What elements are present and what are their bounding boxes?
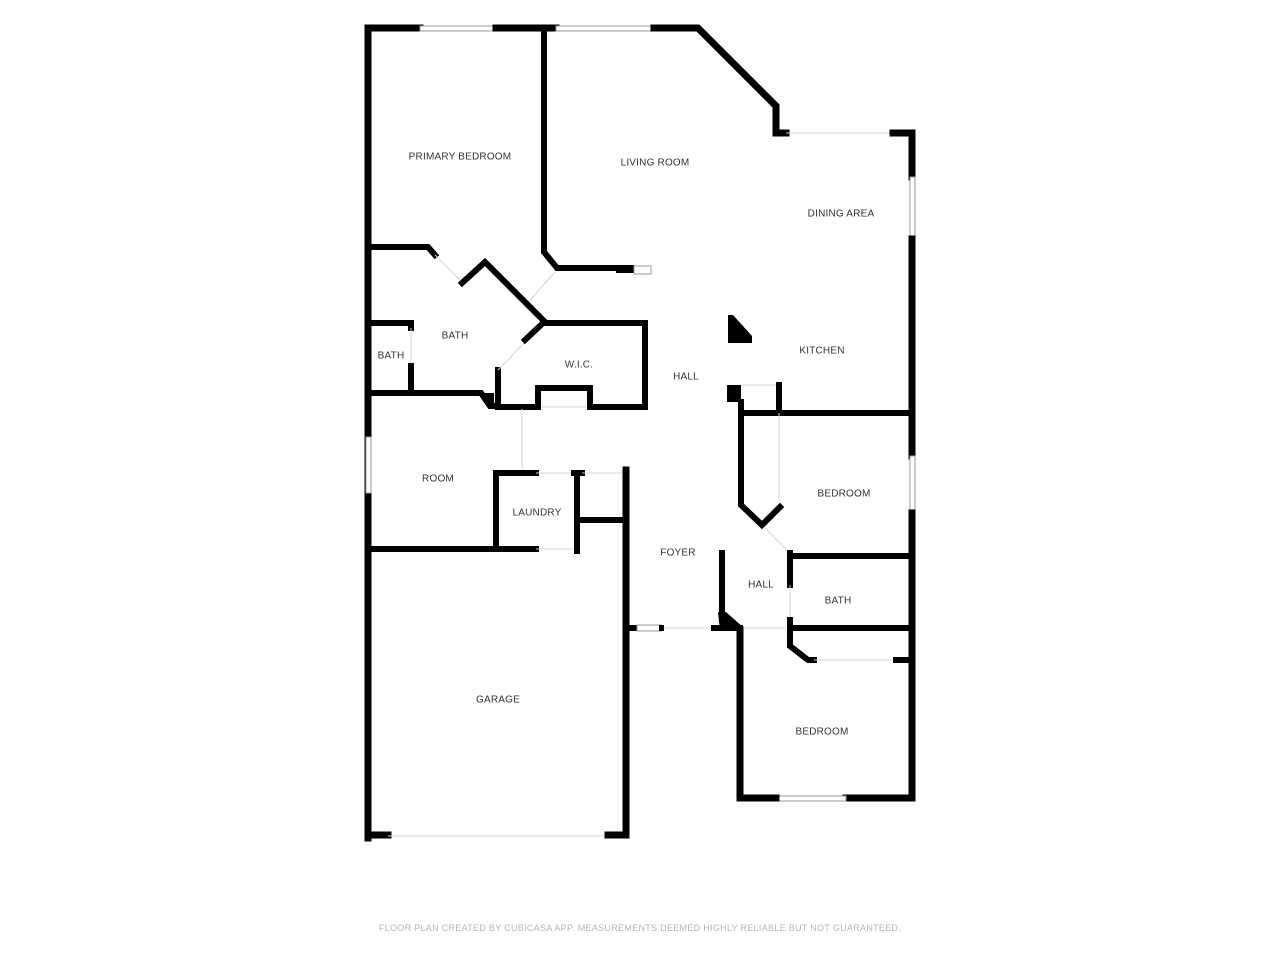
label-laundry: LAUNDRY (512, 507, 562, 519)
window-bedroom-3 (775, 795, 847, 802)
window-room (365, 436, 372, 494)
label-bath-hall: BATH (824, 595, 852, 607)
disclaimer-footer: FLOOR PLAN CREATED BY CUBICASA APP. MEAS… (378, 923, 902, 933)
label-room: ROOM (422, 473, 454, 485)
label-bedroom-2: BEDROOM (817, 488, 871, 500)
label-hall-main: HALL (673, 371, 699, 383)
label-living-room: LIVING ROOM (620, 157, 690, 169)
label-primary-bedroom: PRIMARY BEDROOM (408, 151, 512, 163)
label-dining-area: DINING AREA (807, 208, 875, 220)
label-garage: GARAGE (476, 694, 520, 706)
interior-walls (368, 27, 915, 663)
window-primary-bedroom (419, 25, 497, 32)
label-hall-2: HALL (748, 579, 774, 591)
window-bedroom-2 (909, 455, 916, 514)
window-living-room (555, 25, 655, 32)
label-bath-primary: BATH (441, 330, 469, 342)
exterior-walls (364, 24, 916, 842)
label-bedroom-3: BEDROOM (795, 726, 849, 738)
label-wic: W.I.C. (564, 359, 594, 371)
window-dining-area (909, 176, 916, 240)
label-foyer: FOYER (660, 547, 696, 559)
label-kitchen: KITCHEN (799, 345, 845, 357)
label-bath-small: BATH (377, 350, 405, 362)
